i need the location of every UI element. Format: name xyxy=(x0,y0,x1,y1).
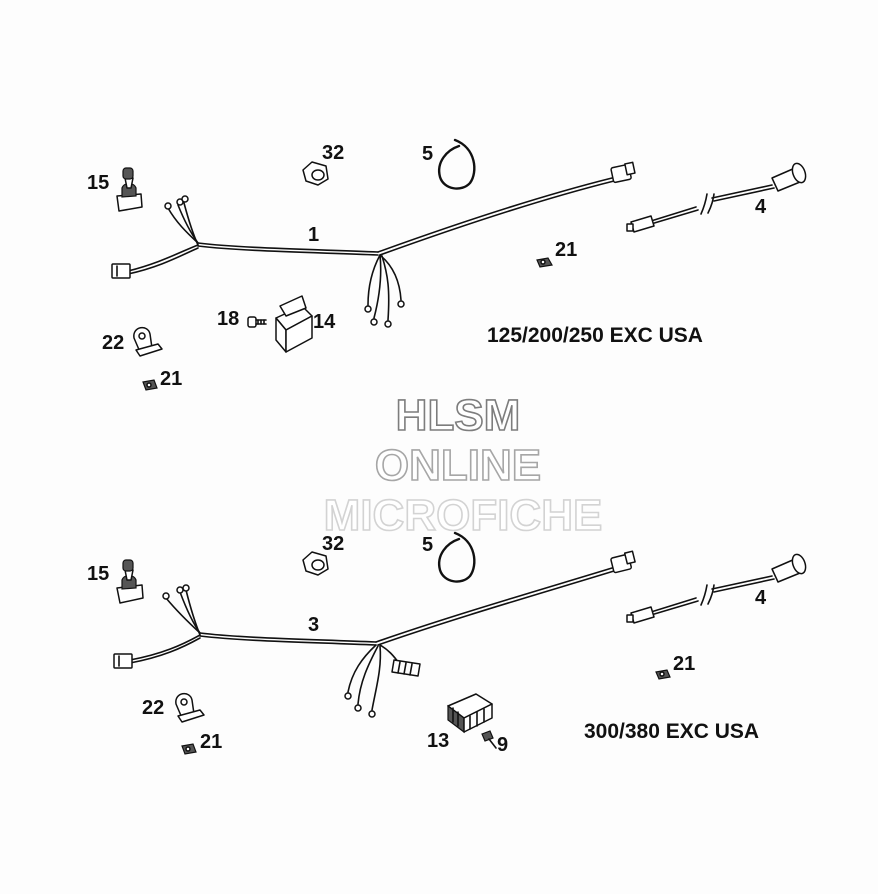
cable-tie xyxy=(142,379,158,391)
model-caption: 300/380 EXC USA xyxy=(584,720,759,743)
cable-clip xyxy=(437,138,476,190)
voltage-regulator xyxy=(447,693,493,734)
callout-cable: 4 xyxy=(755,196,767,218)
screw xyxy=(481,730,497,749)
nut xyxy=(302,551,329,576)
callout-relay: 14 xyxy=(313,311,336,333)
relay xyxy=(275,295,313,353)
top-assembly: 1 5 32 15 4 21 18 14 22 21 125/200/250 E… xyxy=(87,138,807,391)
cable-tie xyxy=(655,669,671,680)
callout-bolt: 18 xyxy=(217,308,239,330)
callout-bracket: 22 xyxy=(142,697,164,719)
sensor-cable xyxy=(626,162,807,233)
callout-cable-tie: 21 xyxy=(555,239,577,261)
callout-nut: 32 xyxy=(322,533,344,555)
watermark: HLSM ONLINE MICROFICHE xyxy=(323,390,603,541)
callout-clip: 5 xyxy=(422,143,433,165)
callout-clip: 5 xyxy=(422,534,433,556)
callout-switch: 15 xyxy=(87,172,109,194)
callout-cable-tie: 21 xyxy=(200,731,222,753)
model-caption: 125/200/250 EXC USA xyxy=(487,324,703,347)
nut xyxy=(302,161,329,186)
callout-bracket: 22 xyxy=(102,332,124,354)
sensor-cable xyxy=(626,553,807,624)
callout-cable-tie: 21 xyxy=(160,368,182,390)
cable-tie xyxy=(536,257,553,268)
handlebar-switch xyxy=(116,167,143,212)
watermark-line-1: HLSM xyxy=(396,391,521,440)
watermark-line-2: ONLINE xyxy=(375,441,541,490)
cable-tie xyxy=(181,743,197,755)
main-wiring-harness xyxy=(113,550,636,718)
callout-harness: 3 xyxy=(308,614,319,636)
callout-cable: 4 xyxy=(755,587,767,609)
handlebar-switch xyxy=(116,559,144,604)
watermark-line-3: MICROFICHE xyxy=(324,491,603,540)
bottom-assembly: 3 5 32 15 4 21 22 21 13 9 300/380 EXC US… xyxy=(87,531,807,756)
callout-screw: 9 xyxy=(497,734,508,756)
mounting-bracket xyxy=(175,692,205,723)
callout-harness: 1 xyxy=(308,224,319,246)
main-wiring-harness xyxy=(111,161,636,328)
callout-regulator: 13 xyxy=(427,730,449,752)
cable-clip xyxy=(437,531,476,583)
callout-switch: 15 xyxy=(87,563,109,585)
bolt xyxy=(247,316,267,328)
callout-nut: 32 xyxy=(322,142,344,164)
mounting-bracket xyxy=(133,326,163,357)
callout-cable-tie: 21 xyxy=(673,653,695,675)
